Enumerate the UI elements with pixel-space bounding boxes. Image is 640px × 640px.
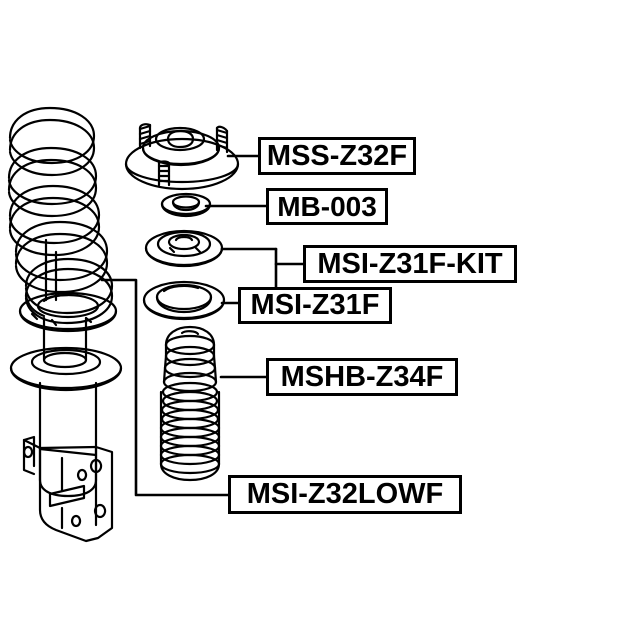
dust-boot-bellows [159, 325, 221, 482]
upper-spring-insulator [144, 229, 224, 268]
lower-spring-seat [18, 291, 118, 333]
label-dust-boot[interactable]: MSHB-Z34F [266, 358, 458, 396]
steering-knuckle-bracket [22, 435, 114, 543]
coil-spring [7, 106, 114, 325]
spring-seat [142, 280, 226, 321]
leader-lower-insulator [100, 278, 230, 497]
mount-bearing [160, 192, 212, 218]
strut-mount [124, 123, 240, 191]
mount-stud-right [215, 125, 229, 154]
label-mount-bearing[interactable]: MB-003 [266, 188, 388, 225]
shock-absorber-strut [9, 238, 123, 498]
label-spring-seat-kit[interactable]: MSI-Z31F-KIT [303, 245, 517, 283]
mount-stud-front [157, 160, 171, 187]
leader-lines [100, 154, 305, 497]
label-lower-insulator[interactable]: MSI-Z32LOWF [228, 475, 462, 514]
mount-stud-left [138, 123, 152, 150]
label-spring-insulator[interactable]: MSI-Z31F [238, 287, 392, 324]
label-strut-mount[interactable]: MSS-Z32F [258, 137, 416, 175]
